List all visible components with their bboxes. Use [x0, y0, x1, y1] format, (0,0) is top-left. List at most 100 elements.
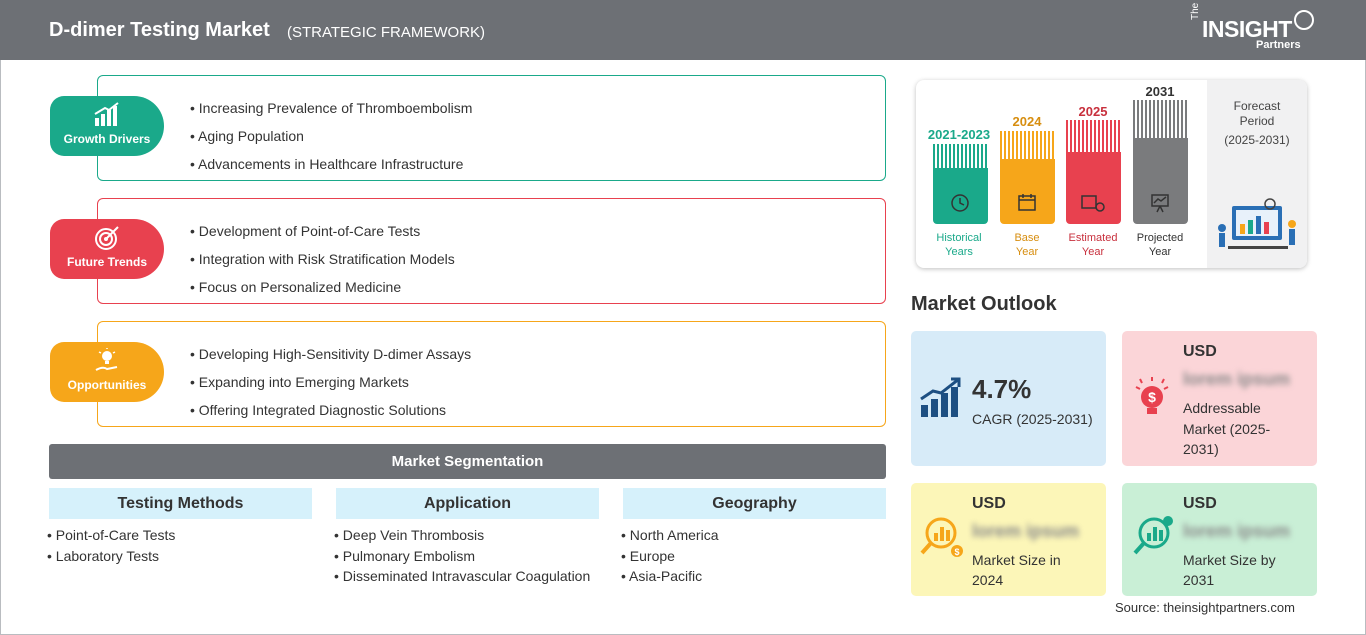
bar-year-projected: 2031 — [1145, 84, 1175, 99]
market-size-2031-card: USD lorem ipsum Market Size by 2031 — [1122, 483, 1317, 596]
list-item: Integration with Risk Stratification Mod… — [190, 245, 455, 273]
bar-stripes — [1000, 131, 1055, 159]
opportunities-label: Opportunities — [67, 378, 147, 392]
addressable-label-1: Addressable — [1183, 400, 1261, 416]
segment-header-testing-methods: Testing Methods — [49, 488, 312, 519]
list-item: Advancements in Healthcare Infrastructur… — [190, 150, 472, 178]
lightbulb-dollar-icon: $ — [1135, 377, 1169, 414]
addressable-value: lorem ipsum — [1183, 369, 1291, 389]
bar-year-historical: 2021-2023 — [927, 127, 991, 142]
forecast-range: (2025-2031) — [1224, 133, 1290, 147]
cagr-value: 4.7% — [972, 374, 1032, 404]
growth-drivers-label: Growth Drivers — [63, 132, 151, 146]
size-2024-label-2: 2024 — [972, 572, 1004, 588]
segment-header-geography: Geography — [623, 488, 886, 519]
bar-caption-estimated-1: Estimated — [1068, 232, 1118, 244]
lightbulb-hand-icon — [95, 348, 118, 371]
logo-brand: INSIGHT — [1202, 16, 1292, 42]
list-item: Focus on Personalized Medicine — [190, 273, 455, 301]
growth-drivers-list: Increasing Prevalence of Thromboembolism… — [190, 94, 472, 178]
list-item: Asia-Pacific — [621, 566, 719, 587]
cagr-card: 4.7% CAGR (2025-2031) — [911, 331, 1106, 466]
growth-drivers-badge: Growth Drivers — [50, 96, 164, 156]
logo-the: The — [1190, 2, 1201, 20]
insight-partners-logo[interactable]: The INSIGHT Partners — [1190, 3, 1320, 54]
growth-chart-icon — [920, 377, 961, 417]
addressable-currency: USD — [1183, 343, 1217, 360]
market-outlook-title: Market Outlook — [911, 293, 1057, 315]
bar-historical — [933, 144, 988, 224]
bar-stripes — [1066, 120, 1121, 152]
presentation-chart-icon — [1151, 194, 1169, 213]
bar-caption-base-1: Base — [1014, 232, 1040, 244]
list-item: Deep Vein Thrombosis — [334, 525, 590, 546]
analytics-people-icon — [1218, 198, 1296, 249]
addressable-market-card: $ USD lorem ipsum Addressable Market (20… — [1122, 331, 1317, 466]
size-2024-currency: USD — [972, 495, 1006, 512]
size-2031-label-2: 2031 — [1183, 572, 1215, 588]
list-item: Laboratory Tests — [47, 546, 175, 567]
bar-caption-projected-2: Year — [1148, 246, 1172, 258]
list-item: North America — [621, 525, 719, 546]
page-subtitle: (STRATEGIC FRAMEWORK) — [287, 24, 486, 41]
geography-list: North America Europe Asia-Pacific — [621, 525, 719, 587]
bar-caption-estimated-2: Year — [1081, 246, 1105, 258]
segment-header-application: Application — [336, 488, 599, 519]
target-icon — [95, 226, 119, 250]
cagr-label: CAGR (2025-2031) — [972, 411, 1093, 427]
addressable-label-3: 2031) — [1183, 441, 1219, 457]
magnifier-chart-icon: $ — [920, 517, 963, 557]
bar-caption-projected-1: Projected — [1136, 232, 1184, 244]
bar-base — [1000, 131, 1055, 224]
logo-partners: Partners — [1256, 39, 1301, 51]
bar-caption-historical-1: Historical — [936, 232, 982, 244]
forecast-title-2: Period — [1239, 114, 1275, 128]
list-item: Europe — [621, 546, 719, 567]
testing-methods-list: Point-of-Care Tests Laboratory Tests — [47, 525, 176, 567]
list-item: Aging Population — [190, 122, 472, 150]
list-item: Disseminated Intravascular Coagulation — [334, 566, 590, 587]
list-item: Increasing Prevalence of Thromboembolism — [190, 94, 473, 122]
bar-caption-base-2: Year — [1015, 246, 1039, 258]
bar-projected — [1133, 100, 1188, 224]
bar-caption-historical-2: Years — [945, 246, 973, 258]
header-bar: D-dimer Testing Market (STRATEGIC FRAMEW… — [0, 0, 1366, 60]
opportunities-badge: Opportunities — [50, 342, 164, 402]
application-list: Deep Vein Thrombosis Pulmonary Embolism … — [334, 525, 590, 587]
forecast-title-1: Forecast — [1233, 99, 1281, 113]
list-item: Development of Point-of-Care Tests — [190, 217, 455, 245]
estimate-gear-icon — [1081, 195, 1105, 212]
list-item: Point-of-Care Tests — [47, 525, 176, 546]
size-2031-currency: USD — [1183, 495, 1217, 512]
future-trends-list: Development of Point-of-Care Tests Integ… — [190, 217, 455, 301]
size-2031-label-1: Market Size by — [1183, 552, 1276, 568]
growth-drivers-box: Increasing Prevalence of Thromboembolism… — [97, 75, 886, 181]
magnifier-chart-icon — [1133, 516, 1173, 555]
svg-text:$: $ — [954, 547, 959, 557]
list-item: Expanding into Emerging Markets — [190, 368, 471, 396]
size-2024-label-1: Market Size in — [972, 552, 1061, 568]
future-trends-badge: Future Trends — [50, 219, 164, 279]
segmentation-title: Market Segmentation — [49, 444, 886, 479]
opportunities-list: Developing High-Sensitivity D-dimer Assa… — [190, 340, 471, 424]
list-item: Offering Integrated Diagnostic Solutions — [190, 396, 471, 424]
list-item: Pulmonary Embolism — [334, 546, 590, 567]
history-clock-icon — [951, 194, 969, 212]
opportunities-box: Developing High-Sensitivity D-dimer Assa… — [97, 321, 886, 427]
bar-year-estimated: 2025 — [1078, 104, 1108, 119]
page-title: D-dimer Testing Market — [49, 19, 270, 41]
source-text: Source: theinsightpartners.com — [1115, 600, 1295, 615]
size-2024-value: lorem ipsum — [972, 521, 1080, 541]
logo-ring-icon — [1294, 10, 1314, 30]
bar-year-base: 2024 — [1012, 114, 1042, 129]
bar-stripes — [1133, 100, 1188, 138]
bar-estimated — [1066, 120, 1121, 224]
future-trends-label: Future Trends — [66, 255, 147, 269]
addressable-label-2: Market (2025- — [1183, 421, 1271, 437]
growth-chart-icon — [94, 102, 119, 126]
future-trends-box: Development of Point-of-Care Tests Integ… — [97, 198, 886, 304]
list-item: Developing High-Sensitivity D-dimer Assa… — [190, 340, 471, 368]
market-size-2024-card: $ USD lorem ipsum Market Size in 2024 — [911, 483, 1106, 596]
size-2031-value: lorem ipsum — [1183, 521, 1291, 541]
bar-stripes — [933, 144, 988, 168]
